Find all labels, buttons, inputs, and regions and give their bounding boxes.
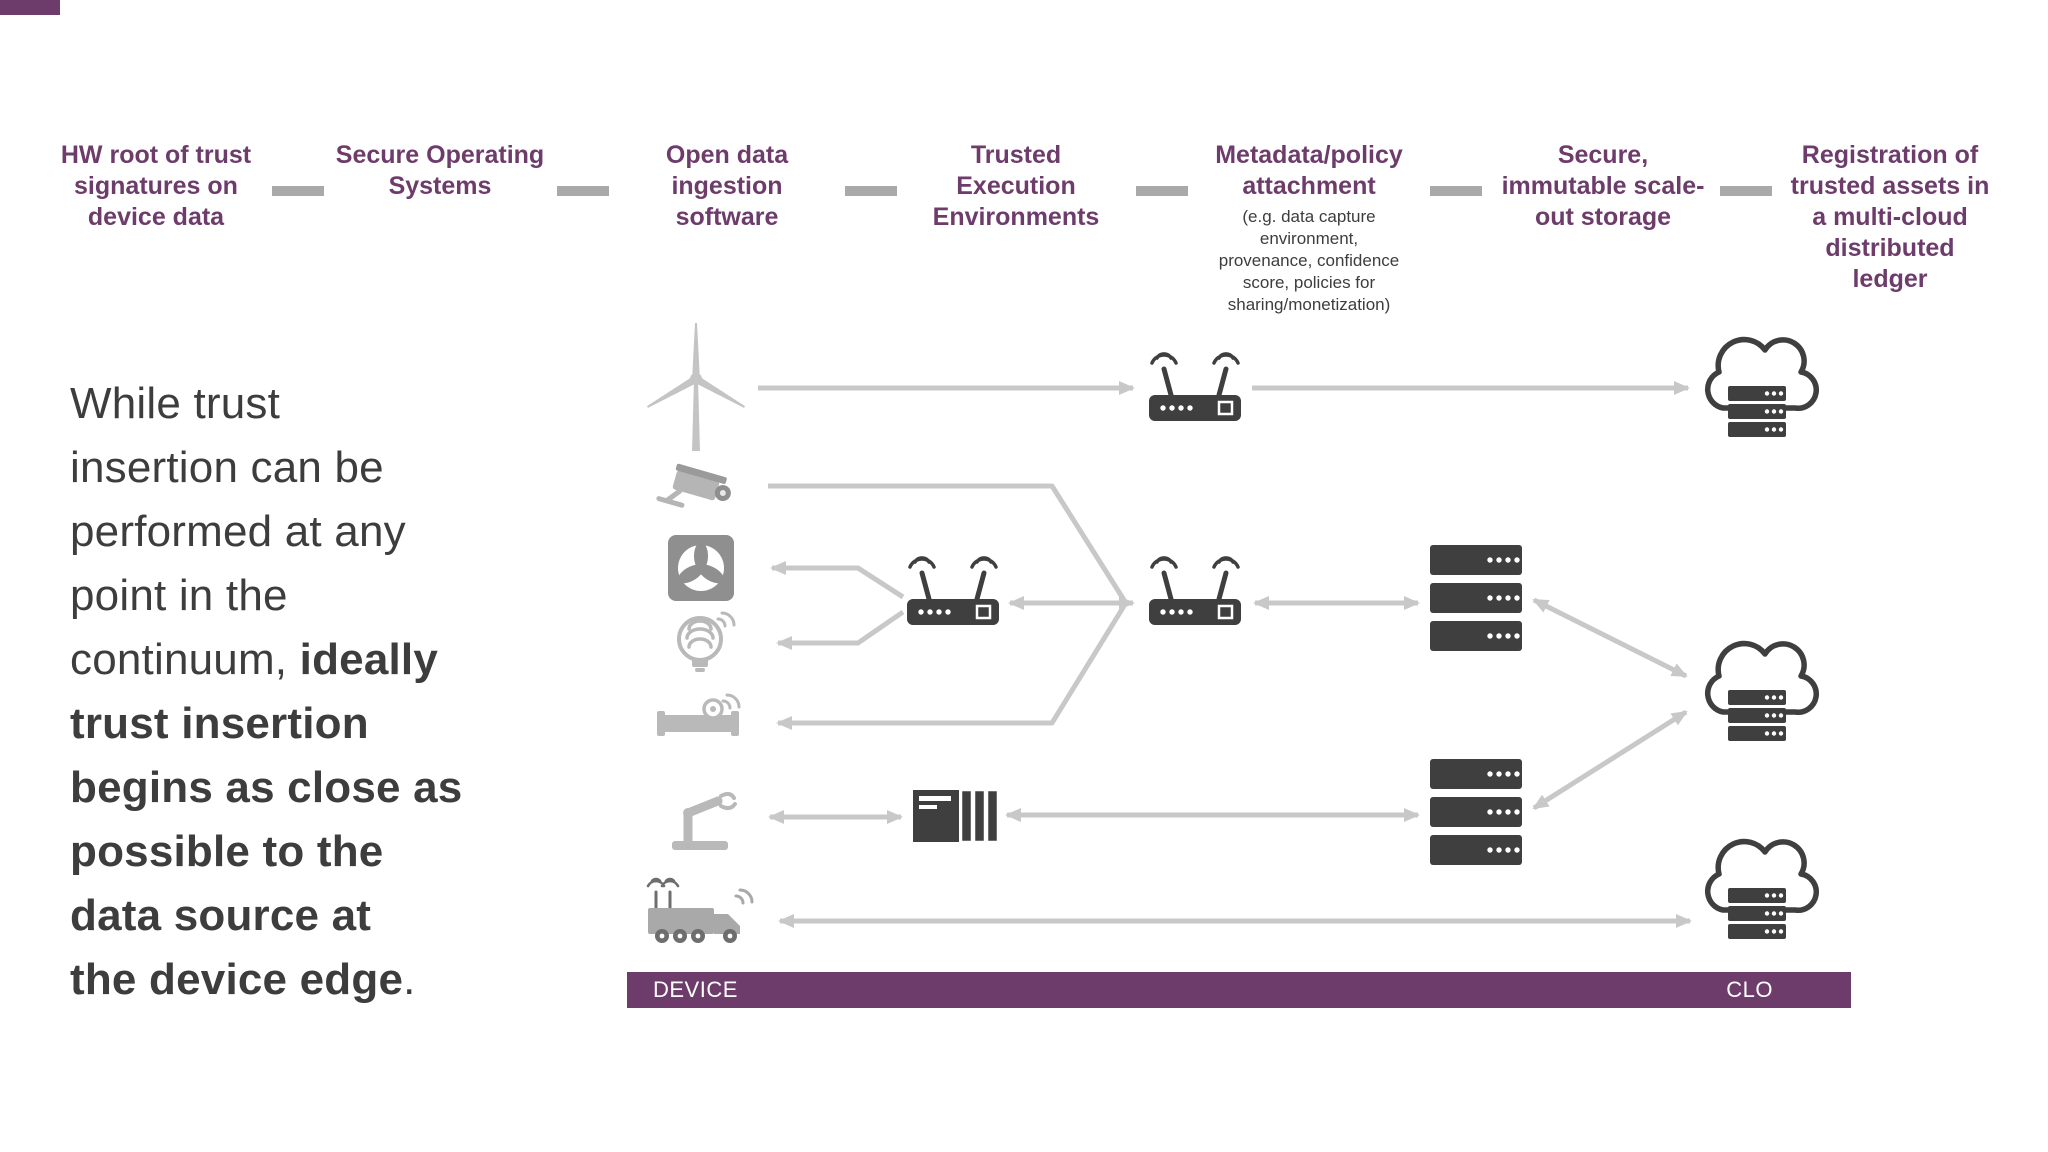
wind-turbine-icon bbox=[647, 323, 745, 451]
security-camera-icon bbox=[656, 463, 731, 508]
smart-lightbulb-icon bbox=[677, 611, 736, 672]
continuum-bar: DEVICE CLO bbox=[627, 972, 1851, 1008]
arrow-bulb-to-router bbox=[776, 609, 905, 650]
key-message-end: . bbox=[403, 955, 416, 1004]
stage-metadata-policy: Metadata/policy attachment (e.g. data ca… bbox=[1180, 140, 1438, 316]
stage-separator-dash bbox=[272, 186, 324, 196]
slide-corner-accent bbox=[0, 0, 60, 15]
stage-label: Secure Operating Systems bbox=[335, 141, 545, 200]
line-camera-feed bbox=[768, 483, 1127, 602]
stage-separator-dash bbox=[1430, 186, 1482, 196]
stage-label: Open data ingestion software bbox=[665, 141, 789, 231]
stage-separator-dash bbox=[557, 186, 609, 196]
gateway-router-mid-icon bbox=[1149, 558, 1241, 625]
connector-arrows bbox=[758, 381, 1692, 928]
gateway-router-left-icon bbox=[907, 558, 999, 625]
storage-array-lower-icon bbox=[1430, 759, 1522, 865]
arrow-pipe-feed bbox=[776, 604, 1127, 730]
stage-secure-os: Secure Operating Systems bbox=[318, 140, 562, 202]
key-message-bold: ideally trust insertion begins as close … bbox=[70, 635, 463, 1004]
stage-separator-dash bbox=[1136, 186, 1188, 196]
arrow-storage-lower-to-cloud-mid bbox=[1532, 709, 1688, 811]
stage-separator-dash bbox=[845, 186, 897, 196]
cloud-ledger-mid-icon bbox=[1708, 644, 1817, 741]
industrial-plc-icon bbox=[913, 788, 1000, 844]
stage-open-data-ingestion: Open data ingestion software bbox=[608, 140, 846, 233]
arrow-storage-upper-to-cloud-mid bbox=[1532, 597, 1688, 679]
stage-label: HW root of trust signatures on device da… bbox=[60, 141, 252, 231]
bar-left-label: DEVICE bbox=[653, 977, 738, 1002]
arrow-fan-to-router bbox=[770, 561, 905, 600]
stage-label: Registration of trusted assets in a mult… bbox=[1790, 141, 1990, 293]
stage-hw-root-of-trust: HW root of trust signatures on device da… bbox=[40, 140, 272, 233]
connected-truck-icon bbox=[646, 877, 754, 943]
stage-ledger-registration: Registration of trusted assets in a mult… bbox=[1762, 140, 2018, 295]
stage-label: Metadata/policy attachment bbox=[1215, 141, 1403, 200]
key-message-start: While trust insertion can be performed a… bbox=[70, 379, 406, 684]
cloud-ledger-bottom-icon bbox=[1708, 842, 1817, 939]
pipeline-sensor-icon bbox=[657, 693, 741, 736]
key-message: While trust insertion can be performed a… bbox=[70, 372, 500, 1012]
storage-array-upper-icon bbox=[1430, 545, 1522, 651]
cloud-ledger-top-icon bbox=[1708, 340, 1817, 437]
stage-trusted-execution: Trusted Execution Environments bbox=[890, 140, 1142, 233]
stage-separator-dash bbox=[1720, 186, 1772, 196]
stage-note: (e.g. data capture environment, provenan… bbox=[1218, 207, 1400, 314]
hvac-fan-icon bbox=[668, 535, 734, 601]
robotic-arm-icon bbox=[672, 791, 737, 850]
stage-secure-storage: Secure, immutable scale- out storage bbox=[1472, 140, 1734, 233]
bar-right-label: CLO bbox=[1726, 977, 1773, 1002]
stage-label: Secure, immutable scale- out storage bbox=[1501, 141, 1705, 231]
stage-label: Trusted Execution Environments bbox=[932, 141, 1100, 231]
gateway-router-top-icon bbox=[1149, 354, 1241, 421]
